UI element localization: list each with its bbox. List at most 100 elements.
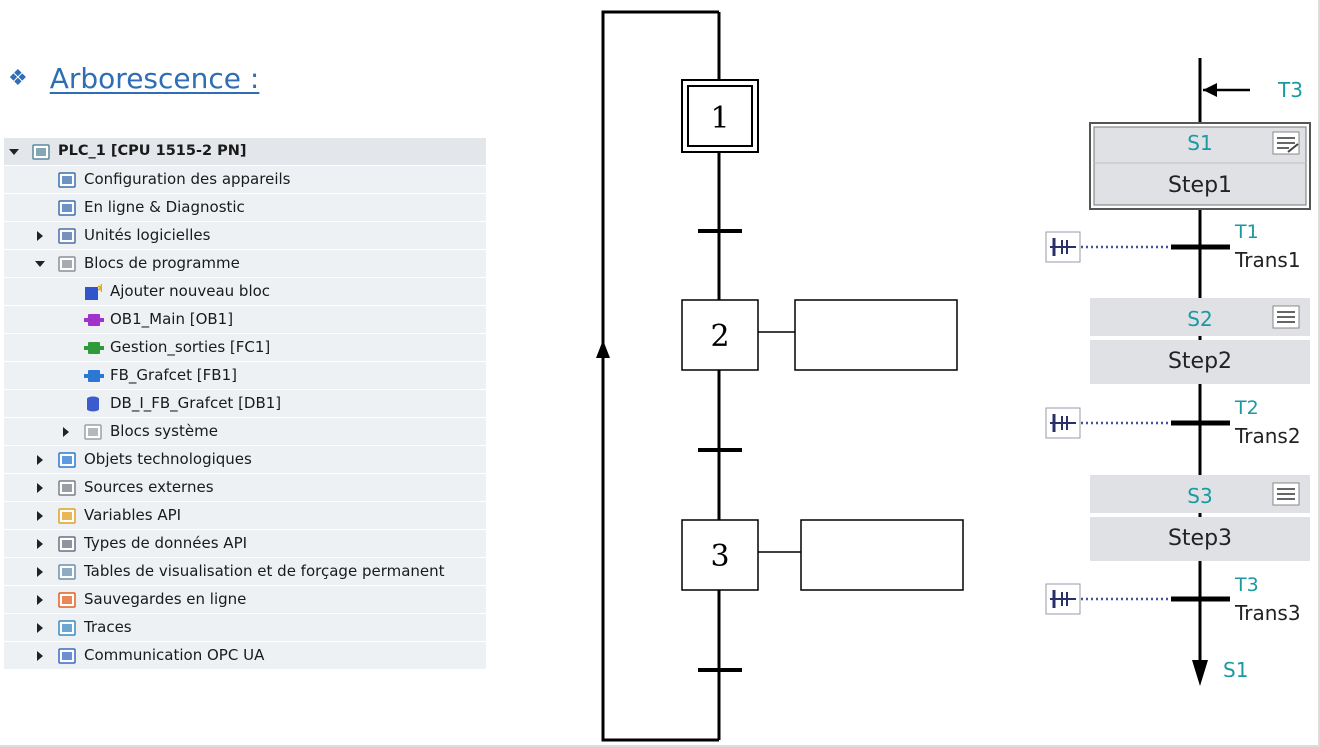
- grafcet-step-3: 3: [681, 519, 964, 591]
- expand-right-icon[interactable]: [34, 594, 46, 606]
- expand-right-icon[interactable]: [34, 482, 46, 494]
- tree-item-label: Gestion_sorties [FC1]: [110, 338, 271, 356]
- tree-item-label: Sauvegardes en ligne: [84, 590, 247, 608]
- grafcet-step-2: 2: [681, 299, 958, 371]
- expand-right-icon[interactable]: [34, 650, 46, 662]
- grafcet-diagram: 1 2 3: [596, 10, 964, 742]
- transition-name: Trans1: [1234, 248, 1301, 272]
- expand-right-icon[interactable]: [34, 230, 46, 242]
- tia-step-s1[interactable]: S1 Step1: [1089, 122, 1311, 210]
- contact-condition-icon: [1045, 583, 1081, 615]
- tree-item[interactable]: FB_Grafcet [FB1]: [4, 362, 486, 390]
- tree-item-label: Configuration des appareils: [84, 170, 291, 188]
- tree-item-label: Tables de visualisation et de forçage pe…: [84, 562, 445, 580]
- tree-item-label: Blocs système: [110, 422, 218, 440]
- ob-block-icon: [84, 311, 104, 329]
- expand-right-icon[interactable]: [34, 566, 46, 578]
- tree-item-label: DB_I_FB_Grafcet [DB1]: [110, 394, 282, 412]
- tree-item[interactable]: Communication OPC UA: [4, 642, 486, 670]
- grafcet-step-number: 1: [710, 101, 729, 136]
- tree-item[interactable]: PLC_1 [CPU 1515-2 PN]: [4, 138, 486, 166]
- system-blocks-icon: [84, 423, 104, 441]
- step-action-table-icon: [1272, 482, 1300, 506]
- add-block-icon: ✱: [84, 282, 106, 301]
- project-tree: PLC_1 [CPU 1515-2 PN] Configuration des a…: [4, 138, 486, 670]
- tree-item[interactable]: Blocs de programme: [4, 250, 486, 278]
- tia-transition-t2[interactable]: T2 Trans2: [1045, 397, 1301, 448]
- section-title: Arborescence :: [49, 61, 260, 95]
- tree-item-label: Types de données API: [84, 534, 248, 552]
- tree-item[interactable]: OB1_Main [OB1]: [4, 306, 486, 334]
- step-action-table-icon: [1272, 131, 1300, 155]
- tree-item[interactable]: Sources externes: [4, 474, 486, 502]
- data-types-icon: [58, 535, 78, 553]
- transition-name: Trans2: [1234, 424, 1301, 448]
- grafcet-step-number: 3: [710, 539, 729, 574]
- device-config-icon: [58, 171, 78, 189]
- tree-item[interactable]: Tables de visualisation et de forçage pe…: [4, 558, 486, 586]
- folder-icon: [58, 255, 78, 273]
- tree-item[interactable]: Variables API: [4, 502, 486, 530]
- tree-item[interactable]: Unités logicielles: [4, 222, 486, 250]
- software-units-icon: [58, 227, 78, 245]
- tree-item-label: Unités logicielles: [84, 226, 211, 244]
- diamond-bullet-icon: ❖: [8, 65, 28, 90]
- tree-item-label: Communication OPC UA: [84, 646, 265, 664]
- tree-item[interactable]: ✱ Ajouter nouveau bloc: [4, 278, 486, 306]
- no-expand-spacer: [60, 398, 72, 410]
- no-expand-spacer: [60, 370, 72, 382]
- tree-item[interactable]: Types de données API: [4, 530, 486, 558]
- tia-transition-t1[interactable]: T1 Trans1: [1045, 221, 1301, 272]
- tia-step-s3[interactable]: S3 Step3: [1090, 475, 1310, 561]
- tree-item-label: Objets technologiques: [84, 450, 252, 468]
- tree-item[interactable]: Blocs système: [4, 418, 486, 446]
- tree-item[interactable]: Sauvegardes en ligne: [4, 586, 486, 614]
- expand-right-icon[interactable]: [34, 454, 46, 466]
- no-expand-spacer: [60, 314, 72, 326]
- transition-name: Trans3: [1234, 601, 1301, 625]
- tia-transition-t3[interactable]: T3 Trans3: [1045, 574, 1301, 625]
- tree-item[interactable]: Gestion_sorties [FC1]: [4, 334, 486, 362]
- no-expand-spacer: [34, 202, 46, 214]
- opc-ua-icon: [58, 647, 78, 665]
- tree-item-label: Ajouter nouveau bloc: [110, 282, 271, 300]
- tree-item[interactable]: Traces: [4, 614, 486, 642]
- plc-tags-icon: [58, 507, 78, 525]
- tree-item[interactable]: Configuration des appareils: [4, 166, 486, 194]
- online-backups-icon: [58, 591, 78, 609]
- diagnostic-icon: [58, 199, 78, 217]
- tree-item-label: Sources externes: [84, 478, 214, 496]
- expand-down-icon[interactable]: [34, 258, 46, 270]
- tech-objects-icon: [58, 451, 78, 469]
- step-number: S2: [1187, 307, 1212, 331]
- expand-right-icon[interactable]: [34, 510, 46, 522]
- svg-text:✱: ✱: [97, 283, 102, 295]
- grafcet-action-box-3: [800, 519, 964, 591]
- expand-right-icon[interactable]: [60, 426, 72, 438]
- no-expand-spacer: [34, 174, 46, 186]
- tree-item[interactable]: DB_I_FB_Grafcet [DB1]: [4, 390, 486, 418]
- traces-icon: [58, 619, 78, 637]
- tia-step-s2[interactable]: S2 Step2: [1090, 298, 1310, 384]
- step-name: Step1: [1168, 173, 1232, 198]
- entry-arrow-icon: [1203, 83, 1217, 97]
- tree-item[interactable]: En ligne & Diagnostic: [4, 194, 486, 222]
- expand-down-icon[interactable]: [8, 146, 20, 158]
- entry-jump-label: T3: [1277, 78, 1303, 102]
- watch-tables-icon: [58, 563, 78, 581]
- tree-item-label: Blocs de programme: [84, 254, 240, 272]
- transition-number: T2: [1234, 397, 1259, 419]
- expand-right-icon[interactable]: [34, 538, 46, 550]
- expand-right-icon[interactable]: [34, 622, 46, 634]
- tree-item-label: PLC_1 [CPU 1515-2 PN]: [58, 143, 247, 159]
- fb-block-icon: [84, 367, 104, 385]
- tree-item-label: FB_Grafcet [FB1]: [110, 366, 237, 384]
- external-sources-icon: [58, 479, 78, 497]
- transition-number: T3: [1234, 574, 1259, 596]
- plc-icon: [32, 143, 52, 161]
- step-name: Step3: [1168, 526, 1232, 551]
- tree-item-label: En ligne & Diagnostic: [84, 198, 245, 216]
- step-action-table-icon: [1272, 305, 1300, 329]
- fc-block-icon: [84, 339, 104, 357]
- tree-item[interactable]: Objets technologiques: [4, 446, 486, 474]
